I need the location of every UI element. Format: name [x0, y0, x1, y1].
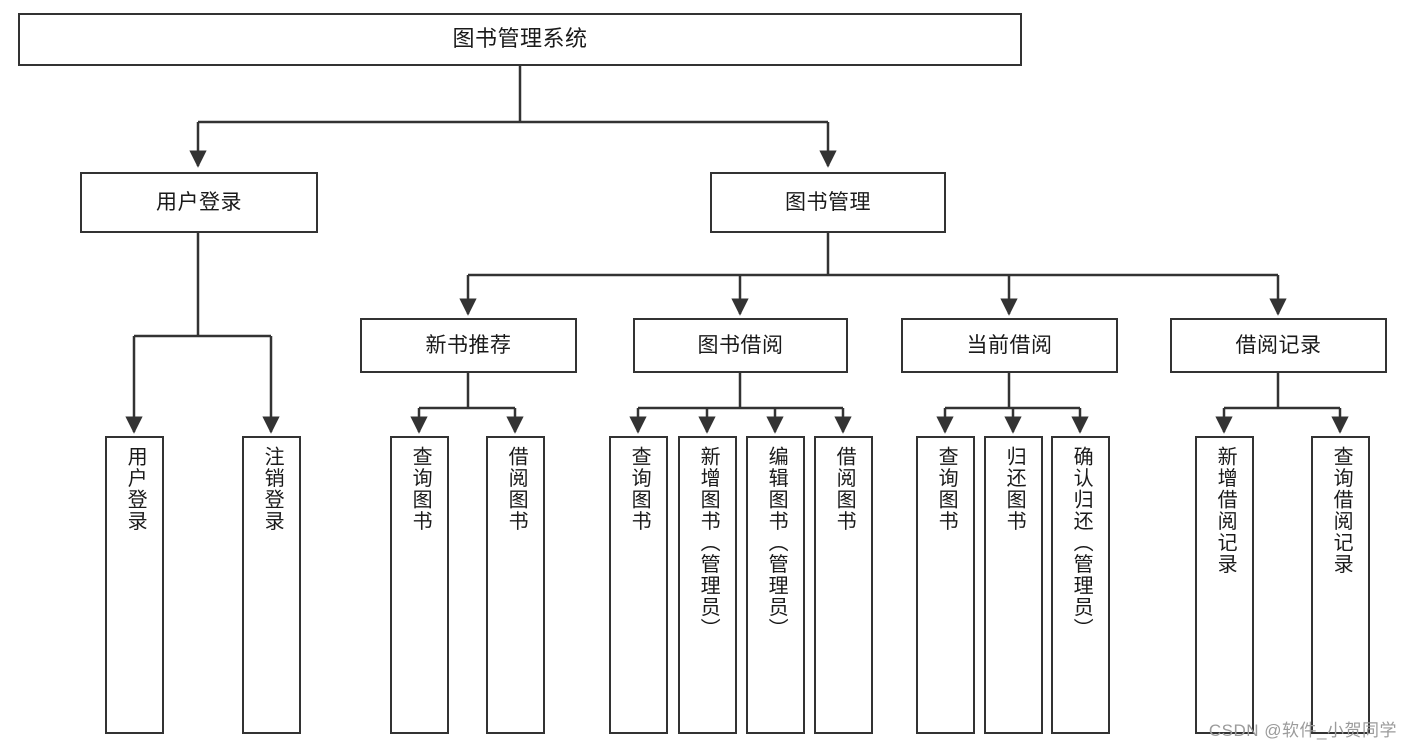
- node-label: 归还图书: [1003, 446, 1026, 532]
- node-leaf-add-record[interactable]: 新增借阅记录: [1195, 436, 1254, 734]
- node-label: 新增图书（管理员）: [697, 446, 720, 640]
- node-leaf-edit-book[interactable]: 编辑图书（管理员）: [746, 436, 805, 734]
- node-label: 查询图书: [935, 446, 958, 532]
- node-label: 图书借阅: [697, 333, 784, 357]
- node-label: 借阅图书: [505, 446, 528, 532]
- node-label: 查询图书: [409, 446, 432, 532]
- node-leaf-query-book-2[interactable]: 查询图书: [609, 436, 668, 734]
- node-borrow-record[interactable]: 借阅记录: [1170, 318, 1387, 373]
- node-label: 用户登录: [156, 190, 242, 214]
- node-label: 查询借阅记录: [1330, 446, 1353, 575]
- node-label: 图书管理: [785, 190, 871, 214]
- node-label: 当前借阅: [966, 333, 1053, 357]
- node-label: 新增借阅记录: [1214, 446, 1237, 575]
- node-label: 借阅图书: [833, 446, 856, 532]
- node-book-borrow[interactable]: 图书借阅: [633, 318, 848, 373]
- node-user-login[interactable]: 用户登录: [80, 172, 318, 233]
- node-label: 借阅记录: [1235, 333, 1322, 357]
- node-leaf-query-book-1[interactable]: 查询图书: [390, 436, 449, 734]
- node-label: 注销登录: [261, 446, 284, 532]
- node-leaf-add-book[interactable]: 新增图书（管理员）: [678, 436, 737, 734]
- node-leaf-return-book[interactable]: 归还图书: [984, 436, 1043, 734]
- node-new-book-recommend[interactable]: 新书推荐: [360, 318, 577, 373]
- node-leaf-user-login[interactable]: 用户登录: [105, 436, 164, 734]
- csdn-watermark: CSDN @软件_小贺同学: [1208, 721, 1397, 740]
- node-current-borrow[interactable]: 当前借阅: [901, 318, 1118, 373]
- node-leaf-confirm-return[interactable]: 确认归还（管理员）: [1051, 436, 1110, 734]
- node-leaf-borrow-book-2[interactable]: 借阅图书: [814, 436, 873, 734]
- node-book-manage[interactable]: 图书管理: [710, 172, 946, 233]
- node-label: 确认归还（管理员）: [1070, 446, 1093, 640]
- node-label: 用户登录: [124, 446, 147, 532]
- node-leaf-borrow-book-1[interactable]: 借阅图书: [486, 436, 545, 734]
- node-leaf-logout-login[interactable]: 注销登录: [242, 436, 301, 734]
- node-label: 新书推荐: [425, 333, 512, 357]
- node-label: 编辑图书（管理员）: [765, 446, 788, 640]
- node-label: 图书管理系统: [452, 26, 588, 52]
- node-label: 查询图书: [628, 446, 651, 532]
- node-leaf-query-record[interactable]: 查询借阅记录: [1311, 436, 1370, 734]
- node-leaf-query-book-3[interactable]: 查询图书: [916, 436, 975, 734]
- node-root-book-management-system[interactable]: 图书管理系统: [18, 13, 1022, 66]
